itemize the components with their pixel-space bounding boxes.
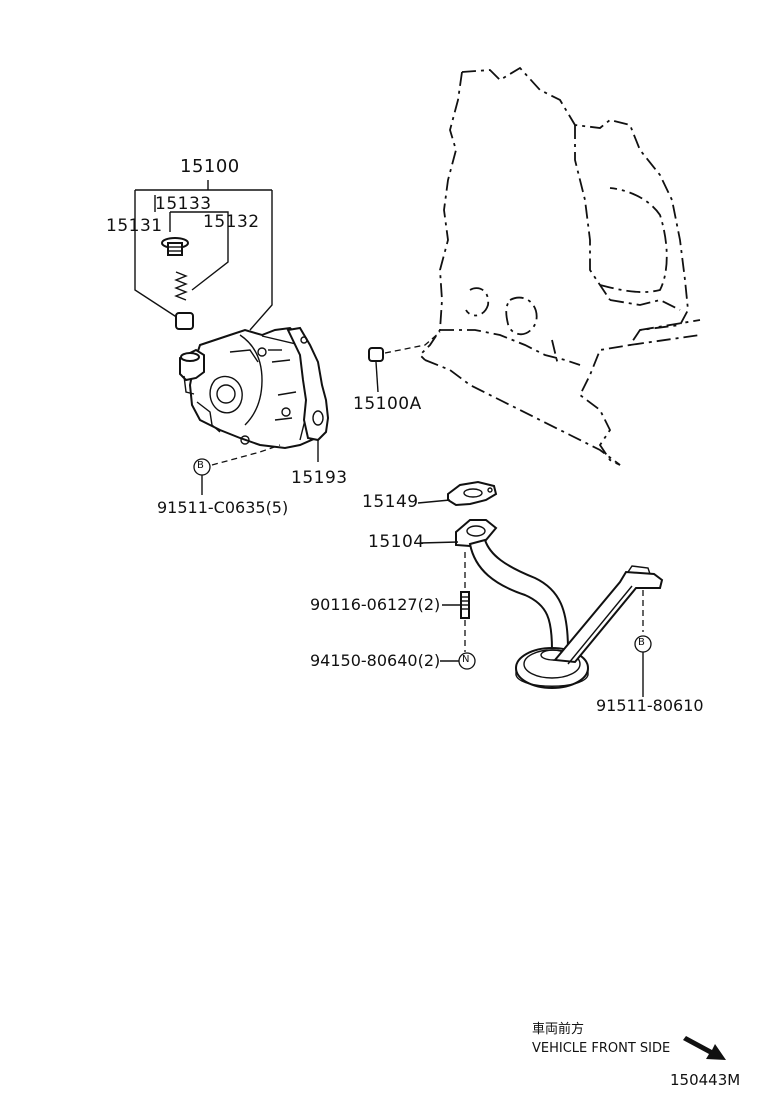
plug-15100a-part [368,347,384,362]
figure-code: 150443M [670,1071,741,1089]
label-15131: 15131 [106,216,163,236]
valve-15131-part [175,312,194,330]
label-15149: 15149 [362,492,419,512]
gasket-15149-part [447,480,498,507]
stud-90116-part [460,591,470,619]
spring-15132-part [174,271,188,301]
leader-15100a-dash [384,331,441,354]
vehicle-front-arrow [683,1036,726,1060]
marker-b-left-letter: B [197,460,204,471]
label-15100: 15100 [180,156,240,177]
leader-bolt-b-left-dash [211,444,281,466]
label-91511-c0635: 91511-C0635(5) [157,498,289,517]
engine-block-outline [418,66,701,466]
label-15104: 15104 [368,532,425,552]
marker-b-right-letter: B [638,637,645,648]
label-91511-80610: 91511-80610 [596,696,704,715]
leader-15104 [419,541,459,544]
gasket-15193-part [286,326,330,442]
vehicle-front-note-en: VEHICLE FRONT SIDE [532,1041,671,1056]
oil-pump-body [179,326,322,450]
bracket-15100 [134,180,273,331]
label-15193: 15193 [291,468,348,488]
label-15100a: 15100A [353,394,422,414]
leader-15100a [375,361,379,393]
label-94150-80640: 94150-80640(2) [310,651,441,670]
marker-n-letter: N [462,654,470,665]
vehicle-front-note-jp: 車両前方 [532,1022,585,1037]
leader-15149 [417,499,451,504]
plug-15133-part [161,237,189,256]
oil-strainer-15104-part [455,519,664,689]
label-15133: 15133 [155,194,212,214]
label-90116-06127: 90116-06127(2) [310,595,441,614]
label-15132: 15132 [203,212,260,232]
